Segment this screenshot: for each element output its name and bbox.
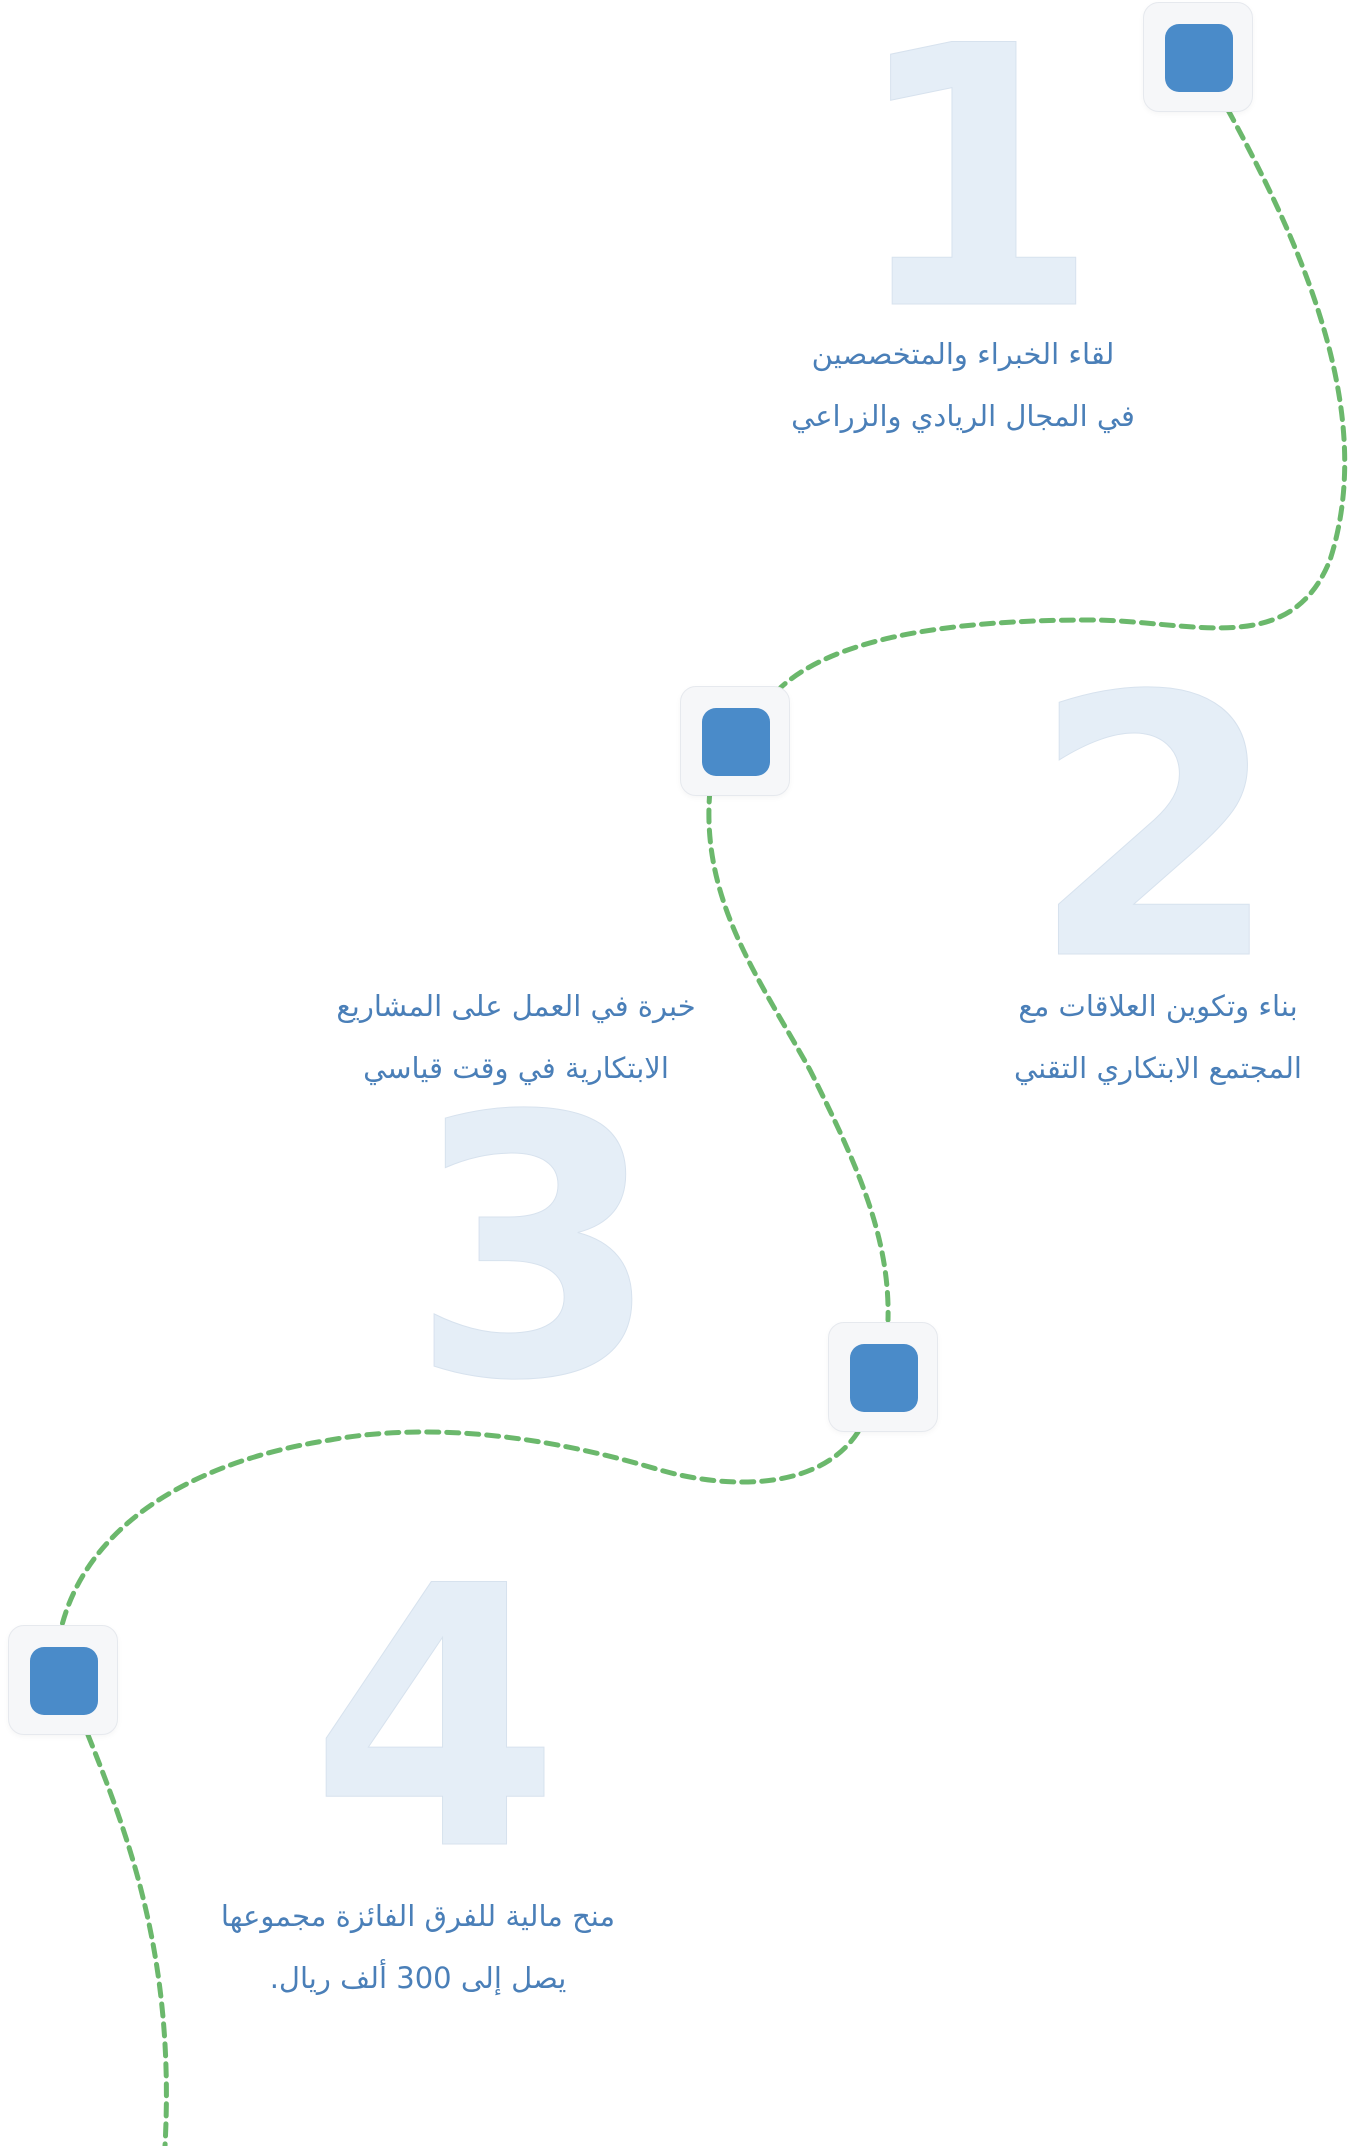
step-number-3: 3 <box>410 1040 661 1459</box>
step-3-marker <box>828 1322 938 1432</box>
step-4-line-1: منح مالية للفرق الفائزة مجموعها <box>220 1899 616 1933</box>
step-1-line-1: لقاء الخبراء والمتخصصين <box>811 337 1115 371</box>
step-2-text: بناء وتكوين العلاقات مع المجتمع الابتكار… <box>958 975 1358 1099</box>
step-3-marker-icon <box>850 1344 918 1412</box>
step-3-line-2: الابتكارية في وقت قياسي <box>363 1051 669 1085</box>
step-1-marker-icon <box>1165 24 1233 92</box>
step-2-marker <box>680 686 790 796</box>
step-4-line-2: يصل إلى 300 ألف ريال. <box>269 1961 567 1995</box>
step-1-marker <box>1143 2 1253 112</box>
step-1-text: لقاء الخبراء والمتخصصين في المجال الرياد… <box>763 323 1163 447</box>
step-4-text: منح مالية للفرق الفائزة مجموعها يصل إلى … <box>178 1885 658 2009</box>
step-4-marker <box>8 1625 118 1735</box>
step-number-4: 4 <box>310 1510 561 1929</box>
step-4-marker-icon <box>30 1647 98 1715</box>
step-2-line-2: المجتمع الابتكاري التقني <box>1014 1051 1302 1085</box>
step-2-line-1: بناء وتكوين العلاقات مع <box>1018 989 1298 1023</box>
step-3-line-1: خبرة في العمل على المشاريع <box>336 989 696 1023</box>
step-2-marker-icon <box>702 708 770 776</box>
step-1-line-2: في المجال الريادي والزراعي <box>791 399 1135 433</box>
step-number-1: 1 <box>850 0 1101 389</box>
step-number-2: 2 <box>1030 620 1281 1039</box>
step-3-text: خبرة في العمل على المشاريع الابتكارية في… <box>316 975 716 1099</box>
